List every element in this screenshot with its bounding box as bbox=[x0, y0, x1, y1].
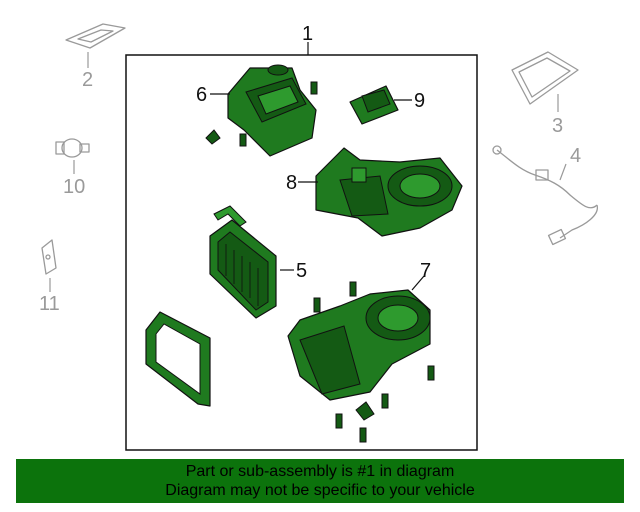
part-11-sensor bbox=[41, 239, 57, 275]
callout-11: 11 bbox=[39, 293, 60, 315]
callout-3: 3 bbox=[552, 115, 563, 137]
fastener-screws-upper bbox=[205, 81, 318, 147]
callout-7-leader bbox=[411, 275, 425, 291]
callout-8: 8 bbox=[286, 172, 297, 194]
disclaimer-banner: Part or sub-assembly is #1 in diagram Di… bbox=[16, 459, 624, 503]
part-5-evaporator bbox=[209, 205, 277, 319]
part-8-upper-case bbox=[315, 147, 463, 237]
part-3-filter bbox=[511, 51, 579, 105]
callout-7: 7 bbox=[420, 260, 431, 282]
callout-5: 5 bbox=[296, 260, 307, 282]
assembly-frame bbox=[125, 54, 478, 451]
filter-frame bbox=[145, 311, 211, 407]
callout-1: 1 bbox=[302, 23, 313, 45]
callout-4-leader bbox=[559, 163, 567, 181]
callout-6: 6 bbox=[196, 84, 207, 106]
part-2-bezel bbox=[65, 23, 126, 49]
part-7-lower-case bbox=[287, 289, 431, 401]
part-10-actuator bbox=[55, 138, 90, 158]
callout-10: 10 bbox=[63, 176, 85, 198]
callout-9: 9 bbox=[414, 90, 425, 112]
callout-4: 4 bbox=[570, 145, 581, 167]
part-6-housing-cover bbox=[227, 64, 317, 157]
callout-2: 2 bbox=[82, 69, 93, 91]
part-9-cover bbox=[349, 85, 399, 125]
part-4-sensor-harness bbox=[492, 145, 598, 246]
banner-line-1: Part or sub-assembly is #1 in diagram bbox=[185, 463, 455, 480]
fastener-screws-lower bbox=[313, 281, 435, 443]
banner-line-2: Diagram may not be specific to your vehi… bbox=[165, 482, 475, 499]
